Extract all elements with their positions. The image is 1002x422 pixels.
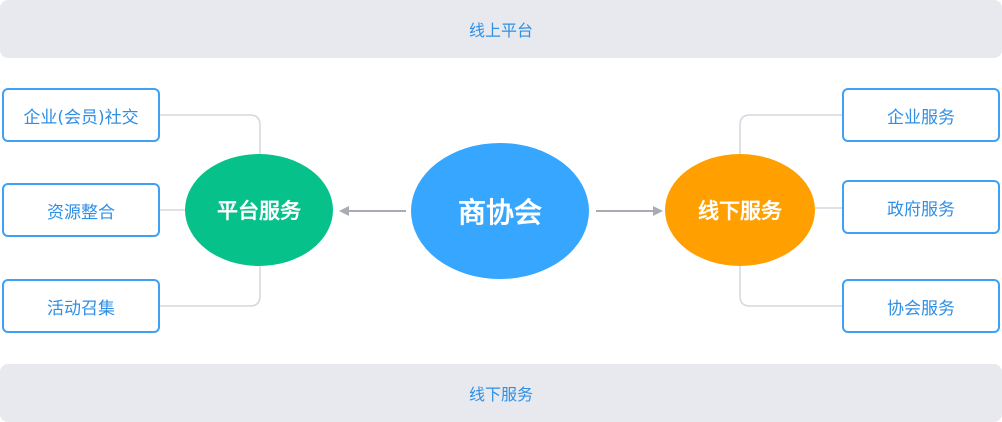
connector-offline-bottom xyxy=(739,266,842,307)
band-online-platform: 线上平台 xyxy=(0,0,1002,58)
connector-platform-top xyxy=(160,114,261,154)
platform-item-social: 企业(会员)社交 xyxy=(2,88,160,142)
connector-offline-top xyxy=(739,114,842,154)
connector-platform-bottom xyxy=(160,266,261,307)
platform-item-events: 活动召集 xyxy=(2,279,160,333)
offline-item-association: 协会服务 xyxy=(842,279,1000,333)
offline-item-enterprise: 企业服务 xyxy=(842,88,1000,142)
offline-item-government: 政府服务 xyxy=(842,180,1000,234)
platform-item-resources: 资源整合 xyxy=(2,183,160,237)
node-chamber-of-commerce: 商协会 xyxy=(411,143,589,279)
node-platform-service: 平台服务 xyxy=(185,154,333,266)
band-offline-service: 线下服务 xyxy=(0,364,1002,422)
node-offline-service: 线下服务 xyxy=(665,154,815,266)
